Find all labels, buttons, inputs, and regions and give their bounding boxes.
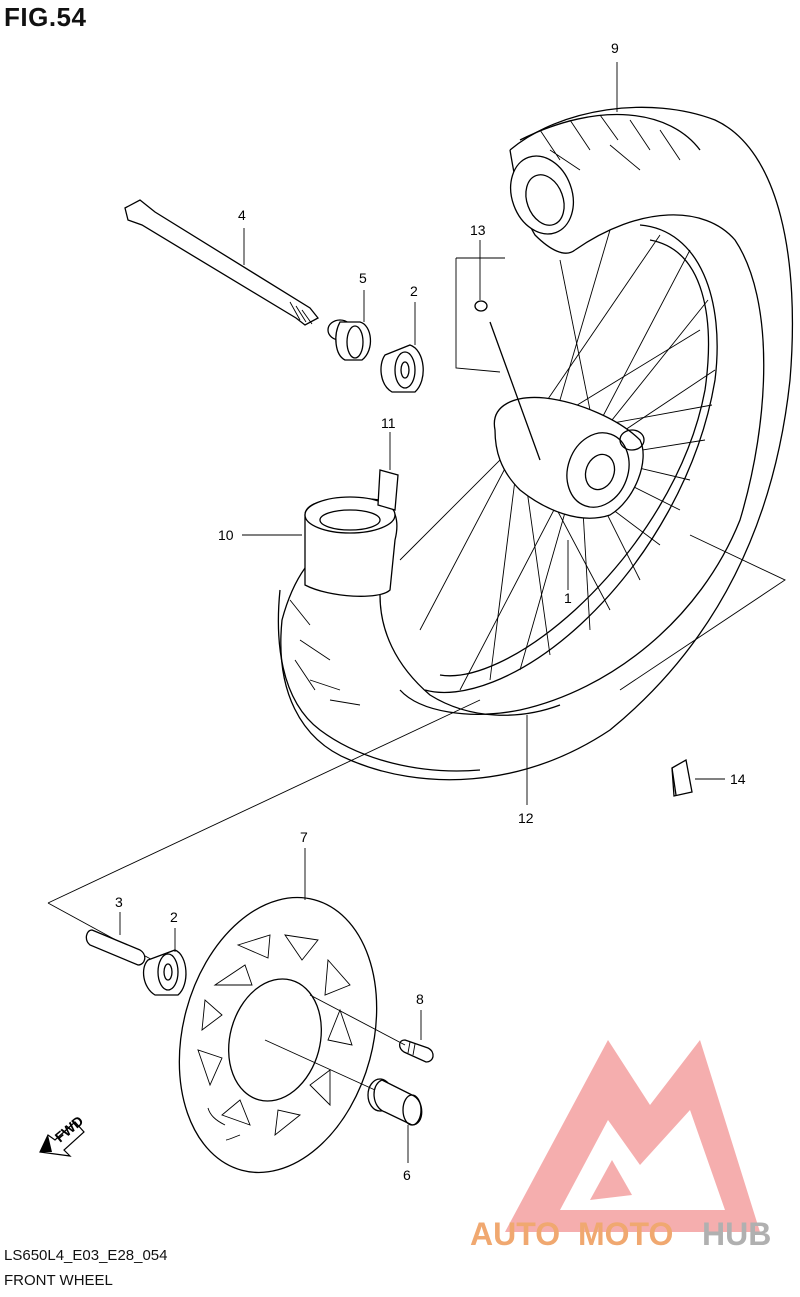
spacer-part-3 (85, 929, 146, 966)
clip-part-14 (671, 758, 693, 797)
callout-11: 11 (381, 415, 396, 431)
callout-7: 7 (300, 829, 308, 845)
bearing-part-2-upper (380, 344, 424, 393)
perspective-guides (47, 534, 786, 976)
watermark-hub: HUB (702, 1216, 771, 1252)
fwd-arrow-icon: FWD (39, 1113, 86, 1157)
model-code: LS650L4_E03_E28_054 (4, 1247, 168, 1264)
watermark-auto: AUTO (470, 1216, 560, 1252)
callout-13: 13 (470, 222, 486, 238)
watermark-logo (505, 1040, 760, 1232)
callout-2-lower: 2 (170, 909, 178, 925)
brake-disc-part-7 (178, 896, 378, 1174)
callout-14: 14 (730, 771, 746, 787)
axle-part-4 (124, 199, 319, 326)
callout-2-upper: 2 (410, 283, 418, 299)
weight-part-13 (455, 257, 541, 461)
leader-lines (119, 62, 725, 1163)
tire (277, 106, 794, 781)
callout-12: 12 (518, 810, 534, 826)
callout-10: 10 (218, 527, 234, 543)
watermark-text: AUTO MOTO HUB (470, 1216, 771, 1252)
valve-part-11 (377, 469, 399, 511)
collar-part-6 (264, 1039, 423, 1126)
callout-8: 8 (416, 991, 424, 1007)
bolt-part-8 (309, 994, 434, 1063)
section-name: FRONT WHEEL (4, 1272, 113, 1289)
callout-6: 6 (403, 1167, 411, 1183)
rim (424, 224, 718, 694)
collar-part-5 (327, 319, 372, 361)
spacer-part-10 (304, 496, 398, 597)
callout-5: 5 (359, 270, 367, 286)
wheel-hub (493, 396, 645, 519)
callout-4: 4 (238, 207, 246, 223)
callout-1: 1 (564, 590, 572, 606)
callout-labels: 9 4 5 2 13 11 10 1 12 14 7 3 2 8 6 (115, 40, 746, 1183)
callout-9: 9 (611, 40, 619, 56)
bearing-part-2-lower (142, 949, 187, 996)
callout-3: 3 (115, 894, 123, 910)
figure-title: FIG.54 (4, 2, 87, 32)
watermark-moto: MOTO (578, 1216, 673, 1252)
